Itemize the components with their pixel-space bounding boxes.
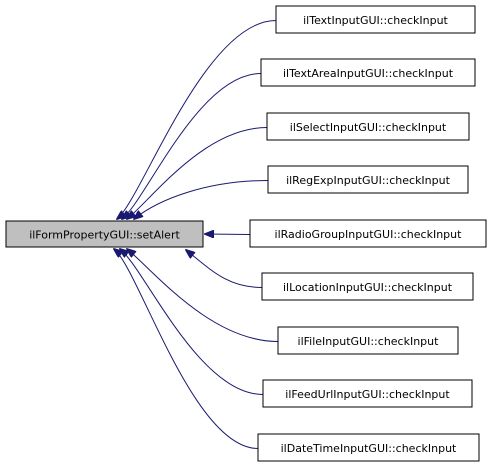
caller-node-box (275, 5, 476, 34)
call-edge-8 (120, 249, 264, 395)
caller-node-6[interactable]: ilLocationInputGUI::checkInput (261, 272, 474, 301)
caller-node-box (261, 272, 474, 301)
caller-node-label: ilSelectInputGUI::checkInput (290, 121, 447, 134)
caller-node-box (260, 58, 476, 87)
caller-node-3[interactable]: ilSelectInputGUI::checkInput (266, 112, 470, 141)
call-edge-5 (205, 234, 251, 235)
caller-node-1[interactable]: ilTextInputGUI::checkInput (275, 5, 476, 34)
caller-node-5[interactable]: ilRadioGroupInputGUI::checkInput (249, 219, 487, 248)
caller-node-4[interactable]: ilRegExpInputGUI::checkInput (267, 165, 469, 194)
call-edge-2 (122, 73, 262, 220)
call-edge-9 (114, 249, 259, 449)
call-edge-3 (127, 127, 268, 220)
caller-node-label: ilTextAreaInputGUI::checkInput (283, 67, 454, 80)
source-node-box (5, 220, 204, 248)
caller-node-7[interactable]: ilFileInputGUI::checkInput (277, 326, 459, 355)
call-edge-1 (117, 20, 277, 220)
source-node-label: ilFormPropertyGUI::setAlert (29, 229, 180, 242)
caller-node-box (257, 433, 480, 462)
caller-node-box (266, 112, 470, 141)
call-edge-4 (134, 180, 269, 220)
target-nodes: ilTextInputGUI::checkInputilTextAreaInpu… (249, 5, 487, 462)
caller-node-9[interactable]: ilDateTimeInputGUI::checkInput (257, 433, 480, 462)
caller-node-label: ilFeedUrlInputGUI::checkInput (285, 388, 450, 401)
call-edge-6 (186, 250, 263, 288)
caller-node-label: ilFileInputGUI::checkInput (298, 335, 440, 348)
caller-node-label: ilTextInputGUI::checkInput (303, 14, 448, 27)
call-edges (114, 20, 279, 449)
caller-node-box (262, 379, 473, 408)
caller-node-box (277, 326, 459, 355)
source-node[interactable]: ilFormPropertyGUI::setAlert (5, 220, 204, 248)
caller-node-2[interactable]: ilTextAreaInputGUI::checkInput (260, 58, 476, 87)
caller-node-label: ilRegExpInputGUI::checkInput (286, 174, 451, 187)
caller-node-label: ilLocationInputGUI::checkInput (283, 281, 453, 294)
caller-node-8[interactable]: ilFeedUrlInputGUI::checkInput (262, 379, 473, 408)
caller-node-label: ilDateTimeInputGUI::checkInput (281, 442, 457, 455)
caller-node-box (249, 219, 487, 248)
caller-node-box (267, 165, 469, 194)
caller-node-label: ilRadioGroupInputGUI::checkInput (275, 228, 463, 241)
call-edge-7 (127, 249, 279, 342)
